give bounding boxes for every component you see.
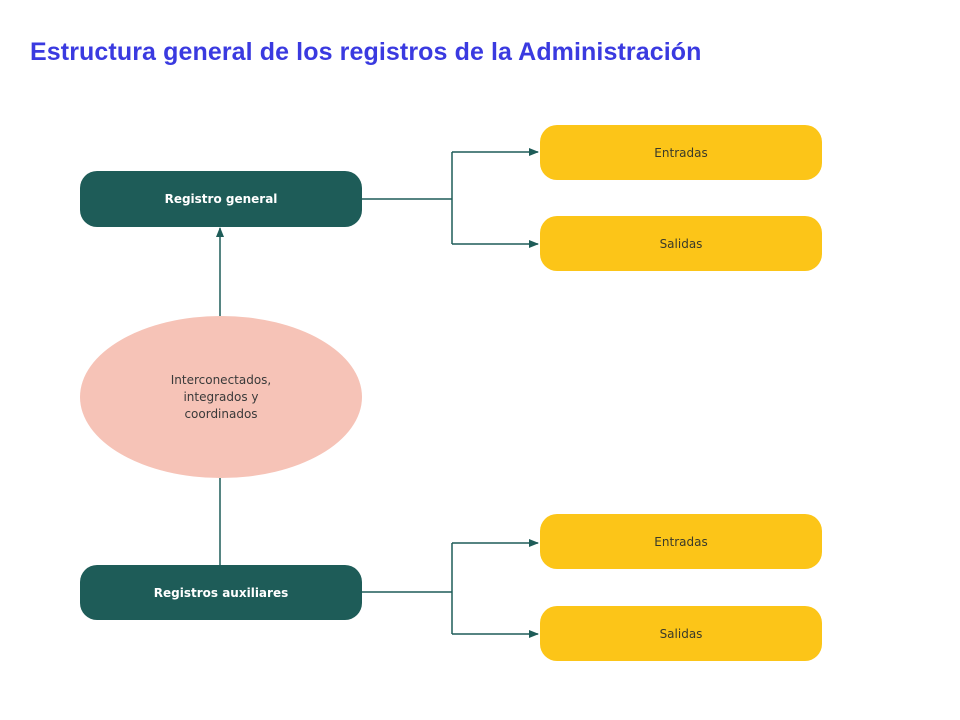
registro-general-label: Registro general xyxy=(164,192,278,206)
auxiliares-entradas-label: Entradas xyxy=(654,534,708,549)
auxiliares-salidas-label: Salidas xyxy=(659,626,703,641)
registros-auxiliares-node: Registros auxiliares xyxy=(80,565,362,620)
general-entradas-label: Entradas xyxy=(654,145,708,160)
general-salidas-label: Salidas xyxy=(659,236,703,251)
registro-general-node: Registro general xyxy=(80,171,362,227)
auxiliares-salidas-node: Salidas xyxy=(540,606,822,661)
page-title: Estructura general de los registros de l… xyxy=(30,38,702,66)
auxiliares-entradas-node: Entradas xyxy=(540,514,822,569)
interconectados-node: Interconectados, integrados y coordinado… xyxy=(80,316,362,478)
general-salidas-node: Salidas xyxy=(540,216,822,271)
general-entradas-node: Entradas xyxy=(540,125,822,180)
interconectados-label: Interconectados, integrados y coordinado… xyxy=(170,372,272,421)
registros-auxiliares-label: Registros auxiliares xyxy=(153,585,289,600)
